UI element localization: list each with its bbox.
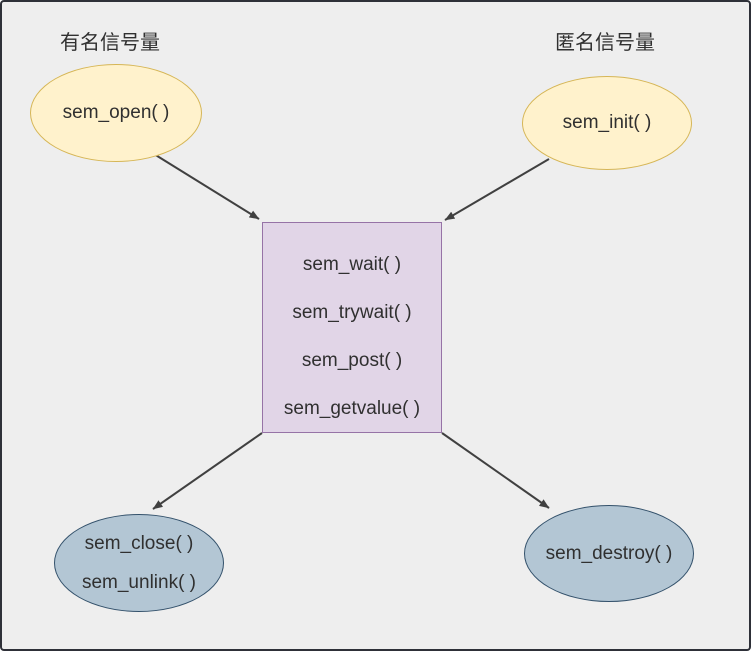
node-sem-close-unlink: sem_close( ) sem_unlink( ) <box>54 514 224 612</box>
core-line-sem-post: sem_post( ) <box>301 350 403 371</box>
arrow-core-to-destroy <box>441 432 550 509</box>
label-anonymous-semaphore: 匿名信号量 <box>555 32 655 54</box>
node-sem-open-label: sem_open( ) <box>62 102 170 123</box>
node-sem-init: sem_init( ) <box>522 76 692 170</box>
node-sem-destroy-label: sem_destroy( ) <box>545 542 673 564</box>
close-line-sem-close: sem_close( ) <box>84 533 194 554</box>
node-sem-open: sem_open( ) <box>30 64 202 162</box>
node-core-operations: sem_wait( ) sem_trywait( ) sem_post( ) s… <box>262 222 442 433</box>
label-named-semaphore: 有名信号量 <box>60 32 160 54</box>
close-line-sem-unlink: sem_unlink( ) <box>81 572 197 593</box>
arrow-core-to-close <box>152 432 263 510</box>
node-sem-init-label: sem_init( ) <box>562 112 652 133</box>
core-line-sem-trywait: sem_trywait( ) <box>292 302 412 323</box>
arrow-open-to-core <box>153 153 260 220</box>
core-line-sem-getvalue: sem_getvalue( ) <box>283 398 421 419</box>
arrow-init-to-core <box>444 158 550 221</box>
node-sem-destroy: sem_destroy( ) <box>524 505 694 602</box>
core-line-sem-wait: sem_wait( ) <box>302 254 402 275</box>
